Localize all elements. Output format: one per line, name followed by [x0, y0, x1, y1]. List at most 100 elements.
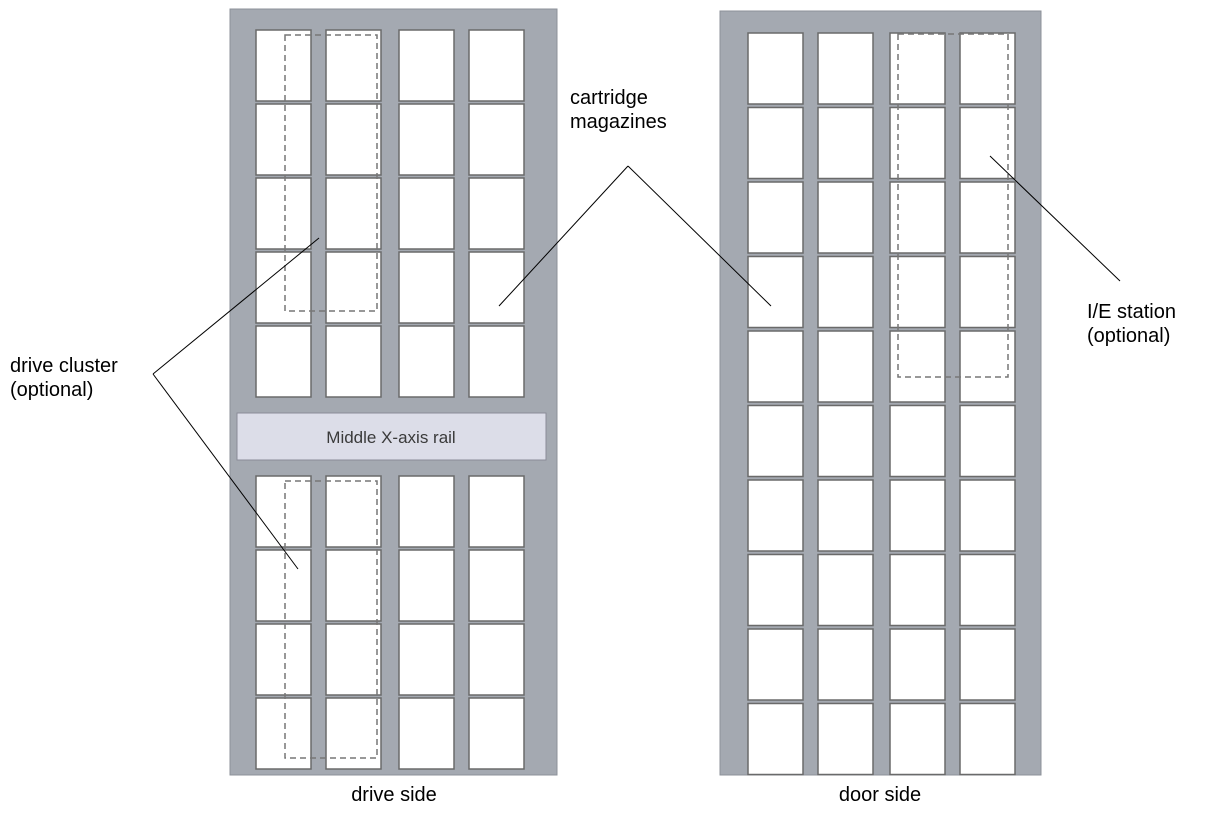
door-slot-r10-c1 [747, 702, 804, 776]
door-slot-r9-c2 [817, 628, 874, 701]
door-slot-r8-c4 [959, 553, 1016, 627]
drive-cluster-label-line1: drive cluster [10, 355, 118, 377]
drive-slot-upper-r3-c2 [325, 177, 382, 250]
ie-station-leader [989, 155, 1121, 282]
door-slot-r4-c3 [889, 255, 946, 329]
drive-slot-upper-r5-c1 [255, 325, 312, 398]
drive-slot-upper-r5-c3 [398, 325, 455, 398]
door-slot-r7-c3 [889, 479, 946, 552]
magazines-leader-right [627, 165, 772, 307]
drive-slot-upper-r5-c4 [468, 325, 525, 398]
drive-slot-lower-r1-c2 [325, 475, 382, 548]
door-slot-r1-c1 [747, 32, 804, 105]
door-slot-r6-c3 [889, 404, 946, 478]
drive-slot-upper-r4-c2 [325, 251, 382, 324]
drive-slot-lower-r3-c2 [325, 623, 382, 696]
door-slot-r1-c2 [817, 32, 874, 105]
drive-cluster-label-line2: (optional) [10, 379, 93, 401]
door-slot-r5-c2 [817, 330, 874, 403]
drive-slot-lower-r1-c1 [255, 475, 312, 548]
door-slot-r8-c3 [889, 553, 946, 627]
door-slot-r8-c2 [817, 553, 874, 627]
door-slot-r5-c4 [959, 330, 1016, 403]
drive-side-panel: Middle X-axis rail [229, 8, 558, 776]
drive-slot-upper-r3-c1 [255, 177, 312, 250]
drive-slot-lower-r4-c4 [468, 697, 525, 770]
door-slot-r2-c1 [747, 106, 804, 180]
door-slot-r3-c4 [959, 181, 1016, 254]
cartridge-magazines-label-line2: magazines [570, 111, 667, 133]
drive-slot-upper-r1-c1 [255, 29, 312, 102]
door-slot-r6-c1 [747, 404, 804, 478]
drive-slot-lower-r1-c4 [468, 475, 525, 548]
door-slot-r9-c3 [889, 628, 946, 701]
door-slot-r2-c3 [889, 106, 946, 180]
drive-cluster-outline-lower [284, 480, 378, 759]
drive-side-lower-slots [255, 475, 525, 770]
drive-cluster-leader-upper [152, 237, 320, 375]
middle-x-axis-rail [236, 412, 547, 461]
door-slot-r1-c4 [959, 32, 1016, 105]
door-side-caption: door side [839, 784, 921, 806]
door-slot-r2-c2 [817, 106, 874, 180]
drive-slot-upper-r4-c1 [255, 251, 312, 324]
drive-slot-upper-r1-c2 [325, 29, 382, 102]
door-slot-r1-c3 [889, 32, 946, 105]
drive-slot-lower-r4-c3 [398, 697, 455, 770]
door-slot-r9-c4 [959, 628, 1016, 701]
door-slot-r10-c4 [959, 702, 1016, 776]
drive-slot-lower-r3-c4 [468, 623, 525, 696]
door-slot-r7-c4 [959, 479, 1016, 552]
drive-slot-upper-r4-c4 [468, 251, 525, 324]
drive-slot-lower-r2-c4 [468, 549, 525, 622]
drive-slot-upper-r4-c3 [398, 251, 455, 324]
door-slot-r3-c2 [817, 181, 874, 254]
door-slot-r7-c1 [747, 479, 804, 552]
drive-slot-upper-r2-c1 [255, 103, 312, 176]
drive-slot-lower-r1-c3 [398, 475, 455, 548]
door-slot-r10-c3 [889, 702, 946, 776]
leader-lines [152, 155, 1121, 570]
drive-slot-lower-r2-c2 [325, 549, 382, 622]
drive-slot-upper-r1-c4 [468, 29, 525, 102]
door-slot-r6-c4 [959, 404, 1016, 478]
cartridge-magazines-label-line1: cartridge [570, 87, 648, 109]
door-side-panel [719, 10, 1042, 776]
door-slot-r9-c1 [747, 628, 804, 701]
ie-station-label-line2: (optional) [1087, 325, 1170, 347]
drive-slot-lower-r2-c1 [255, 549, 312, 622]
door-slot-r10-c2 [817, 702, 874, 776]
door-slot-r5-c1 [747, 330, 804, 403]
ie-station-outline [897, 33, 1009, 378]
door-slot-r6-c2 [817, 404, 874, 478]
drive-slot-upper-r2-c3 [398, 103, 455, 176]
ie-station-label-line1: I/E station [1087, 301, 1176, 323]
door-side-slots [747, 32, 1016, 776]
drive-side-caption: drive side [351, 784, 437, 806]
drive-slot-lower-r2-c3 [398, 549, 455, 622]
door-slot-r4-c4 [959, 255, 1016, 329]
door-slot-r3-c1 [747, 181, 804, 254]
door-slot-r7-c2 [817, 479, 874, 552]
door-slot-r3-c3 [889, 181, 946, 254]
drive-slot-lower-r3-c3 [398, 623, 455, 696]
door-slot-r5-c3 [889, 330, 946, 403]
door-slot-r2-c4 [959, 106, 1016, 180]
drive-cluster-outline-upper [284, 34, 378, 312]
drive-slot-upper-r3-c3 [398, 177, 455, 250]
drive-cluster-leader-lower [152, 373, 299, 570]
door-slot-r4-c2 [817, 255, 874, 329]
drive-slot-upper-r2-c4 [468, 103, 525, 176]
drive-slot-lower-r4-c2 [325, 697, 382, 770]
drive-slot-upper-r5-c2 [325, 325, 382, 398]
middle-x-axis-rail-label: Middle X-axis rail [326, 428, 455, 447]
drive-side-upper-slots [255, 29, 525, 398]
drive-slot-lower-r4-c1 [255, 697, 312, 770]
magazines-leader-left [498, 165, 629, 307]
drive-slot-upper-r3-c4 [468, 177, 525, 250]
drive-slot-upper-r2-c2 [325, 103, 382, 176]
drive-slot-upper-r1-c3 [398, 29, 455, 102]
door-slot-r8-c1 [747, 553, 804, 627]
